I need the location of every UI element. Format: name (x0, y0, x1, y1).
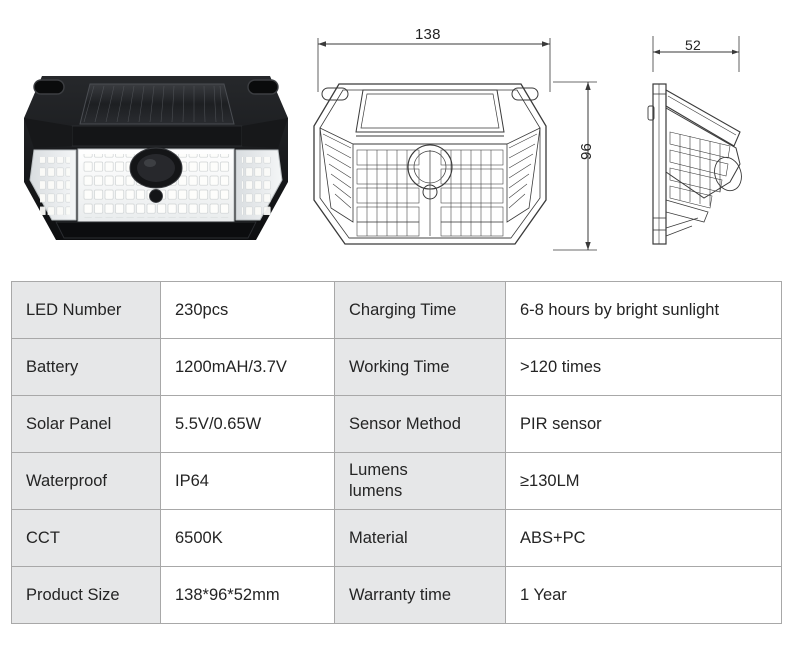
product-visuals-strip: 138 96 52 (0, 0, 790, 272)
spec-label-warranty-time: Warranty time (334, 566, 506, 624)
front-view-height-dimension-label: 96 (578, 142, 595, 160)
lamp-upper-bezel (71, 125, 243, 147)
front-view-svg (313, 38, 597, 251)
spec-value-solar-panel: 5.5V/0.65W (160, 395, 335, 453)
spec-label-product-size: Product Size (11, 566, 161, 624)
spec-value-material: ABS+PC (505, 509, 782, 567)
table-row: Waterproof IP64 Lumens lumens ≥130LM (11, 452, 782, 510)
spec-value-led-number: 230pcs (160, 281, 335, 339)
light-sensor (149, 189, 163, 203)
spec-value-charging-time: 6-8 hours by bright sunlight (505, 281, 782, 339)
spec-label-waterproof: Waterproof (11, 452, 161, 510)
spec-value-sensor-method: PIR sensor (505, 395, 782, 453)
spec-label-cct: CCT (11, 509, 161, 567)
bezel-left (24, 118, 72, 148)
spec-value-battery: 1200mAH/3.7V (160, 338, 335, 396)
spec-value-product-size: 138*96*52mm (160, 566, 335, 624)
spec-label-charging-time: Charging Time (334, 281, 506, 339)
spec-value-working-time: >120 times (505, 338, 782, 396)
spec-value-cct: 6500K (160, 509, 335, 567)
table-row: CCT 6500K Material ABS+PC (11, 509, 782, 567)
spec-value-warranty-time: 1 Year (505, 566, 782, 624)
table-row: Solar Panel 5.5V/0.65W Sensor Method PIR… (11, 395, 782, 453)
side-view-technical-drawing (612, 22, 784, 270)
spec-label-material: Material (334, 509, 506, 567)
lamp-bottom-lip (55, 221, 257, 239)
side-view-svg (647, 36, 742, 245)
spec-label-solar-panel: Solar Panel (11, 395, 161, 453)
spec-value-lumens: ≥130LM (505, 452, 782, 510)
table-row: LED Number 230pcs Charging Time 6-8 hour… (11, 281, 782, 339)
spec-label-sensor-method: Sensor Method (334, 395, 506, 453)
side-view-depth-dimension-label: 52 (685, 37, 701, 53)
table-row: Product Size 138*96*52mm Warranty time 1… (11, 566, 782, 624)
front-view-technical-drawing (305, 22, 605, 270)
spec-label-led-number: LED Number (11, 281, 161, 339)
solar-led-wall-light-photo (20, 62, 292, 254)
mount-tab-right (247, 79, 279, 95)
mount-tab-left (33, 79, 65, 95)
spec-label-lumens: Lumens lumens (334, 452, 506, 510)
spec-value-waterproof: IP64 (160, 452, 335, 510)
product-specification-table: LED Number 230pcs Charging Time 6-8 hour… (11, 281, 782, 624)
lamp-photo-svg (24, 76, 288, 240)
spec-label-working-time: Working Time (334, 338, 506, 396)
front-view-width-dimension-label: 138 (415, 26, 441, 43)
spec-label-battery: Battery (11, 338, 161, 396)
table-row: Battery 1200mAH/3.7V Working Time >120 t… (11, 338, 782, 396)
bezel-right (242, 118, 288, 148)
